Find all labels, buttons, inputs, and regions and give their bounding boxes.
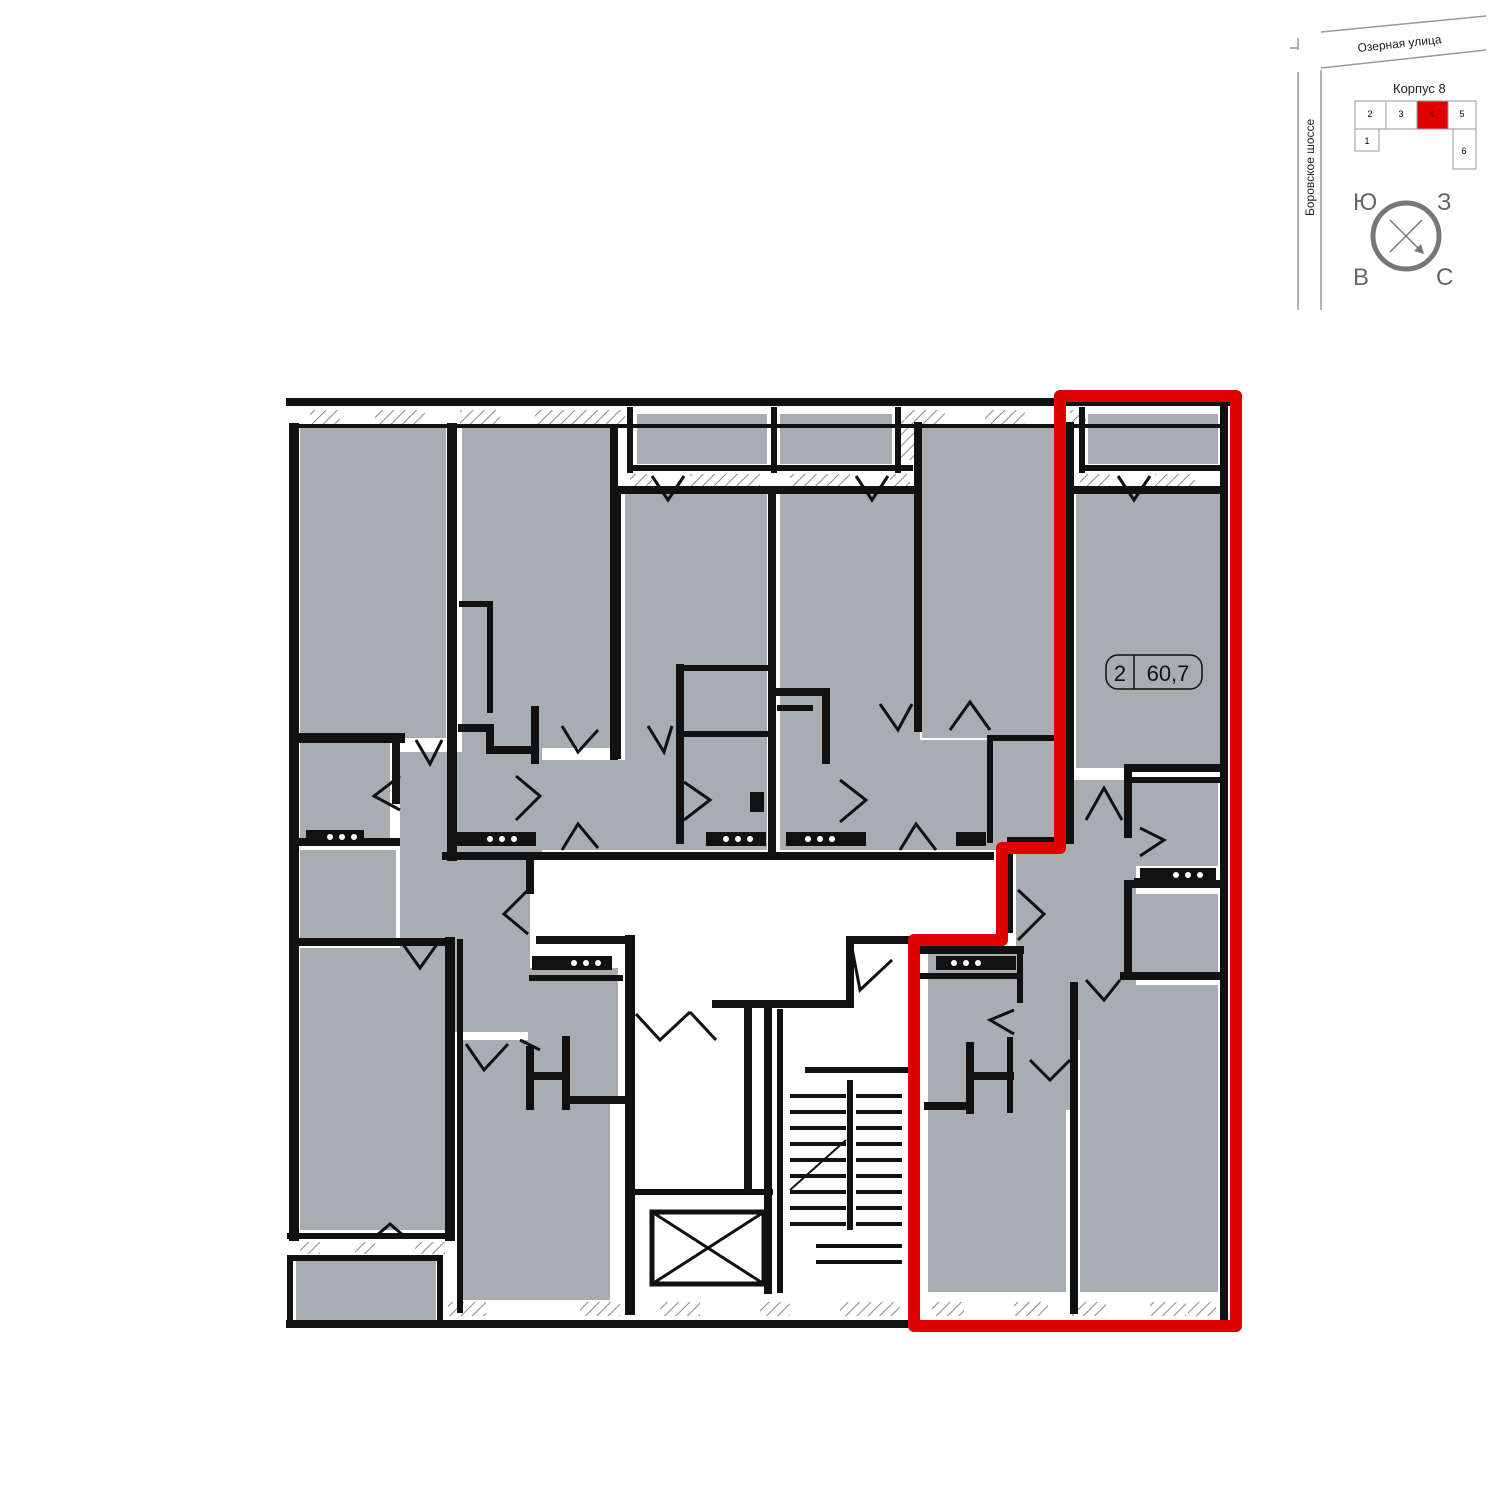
section-label-3: 3 — [1398, 109, 1403, 119]
street-top-label: Озерная улица — [1357, 32, 1442, 55]
balcony — [637, 414, 767, 464]
room — [1010, 1030, 1076, 1110]
section-box-3[interactable]: 3 — [1385, 100, 1418, 130]
building-title: Корпус 8 — [1393, 81, 1446, 96]
street-left-label: Боровское шоссе — [1303, 118, 1317, 216]
room — [300, 428, 446, 738]
section-box-2[interactable]: 2 — [1354, 100, 1387, 130]
door-swings — [371, 475, 1167, 1238]
room — [300, 738, 390, 838]
window-hatches — [300, 410, 1216, 1316]
section-label-2: 2 — [1367, 109, 1372, 119]
section-box-6[interactable]: 6 — [1452, 128, 1477, 170]
compass-west: Ю — [1353, 189, 1377, 216]
apartment-rooms: 2 — [1114, 661, 1126, 686]
room — [400, 752, 530, 1032]
section-label-6: 6 — [1461, 146, 1466, 156]
room — [928, 1100, 1066, 1292]
room — [515, 760, 715, 850]
apartment-label[interactable]: 2 60,7 — [1105, 654, 1203, 690]
road-edge-top-1 — [1320, 15, 1487, 33]
room — [1088, 414, 1218, 464]
road-edge-top-2 — [1320, 49, 1487, 69]
compass-south: В — [1353, 264, 1369, 291]
compass-north: З — [1437, 189, 1452, 216]
stair-treads — [789, 1080, 902, 1264]
apartment-highlight-outline[interactable] — [908, 390, 1242, 1332]
room — [685, 668, 767, 734]
room — [528, 968, 618, 1102]
room — [462, 428, 610, 748]
walls — [286, 398, 1232, 1328]
section-box-5[interactable]: 5 — [1447, 100, 1477, 130]
site-plan: Озерная улица Боровское шоссе Корпус 8 2… — [1290, 15, 1487, 310]
room-fills — [296, 414, 1220, 1320]
room — [1080, 985, 1218, 1292]
room — [840, 740, 1000, 850]
fixture-dots — [327, 834, 1203, 966]
section-box-1[interactable]: 1 — [1354, 128, 1380, 152]
corridor — [530, 866, 1000, 1010]
room — [300, 850, 396, 938]
balcony — [780, 414, 892, 464]
room — [296, 1258, 436, 1320]
room — [1076, 490, 1220, 768]
room — [1134, 894, 1218, 974]
floor-plan: 2 60,7 — [286, 390, 1242, 1332]
elevator-icon — [649, 1209, 767, 1287]
compass-east: С — [1436, 264, 1453, 291]
section-label-4: 4 — [1429, 109, 1434, 119]
section-label-5: 5 — [1459, 109, 1464, 119]
room — [922, 428, 1058, 738]
section-box-4-selected[interactable]: 4 — [1416, 100, 1449, 130]
apartment-area: 60,7 — [1147, 661, 1190, 686]
section-label-1: 1 — [1364, 136, 1369, 146]
compass-icon — [1370, 200, 1442, 272]
